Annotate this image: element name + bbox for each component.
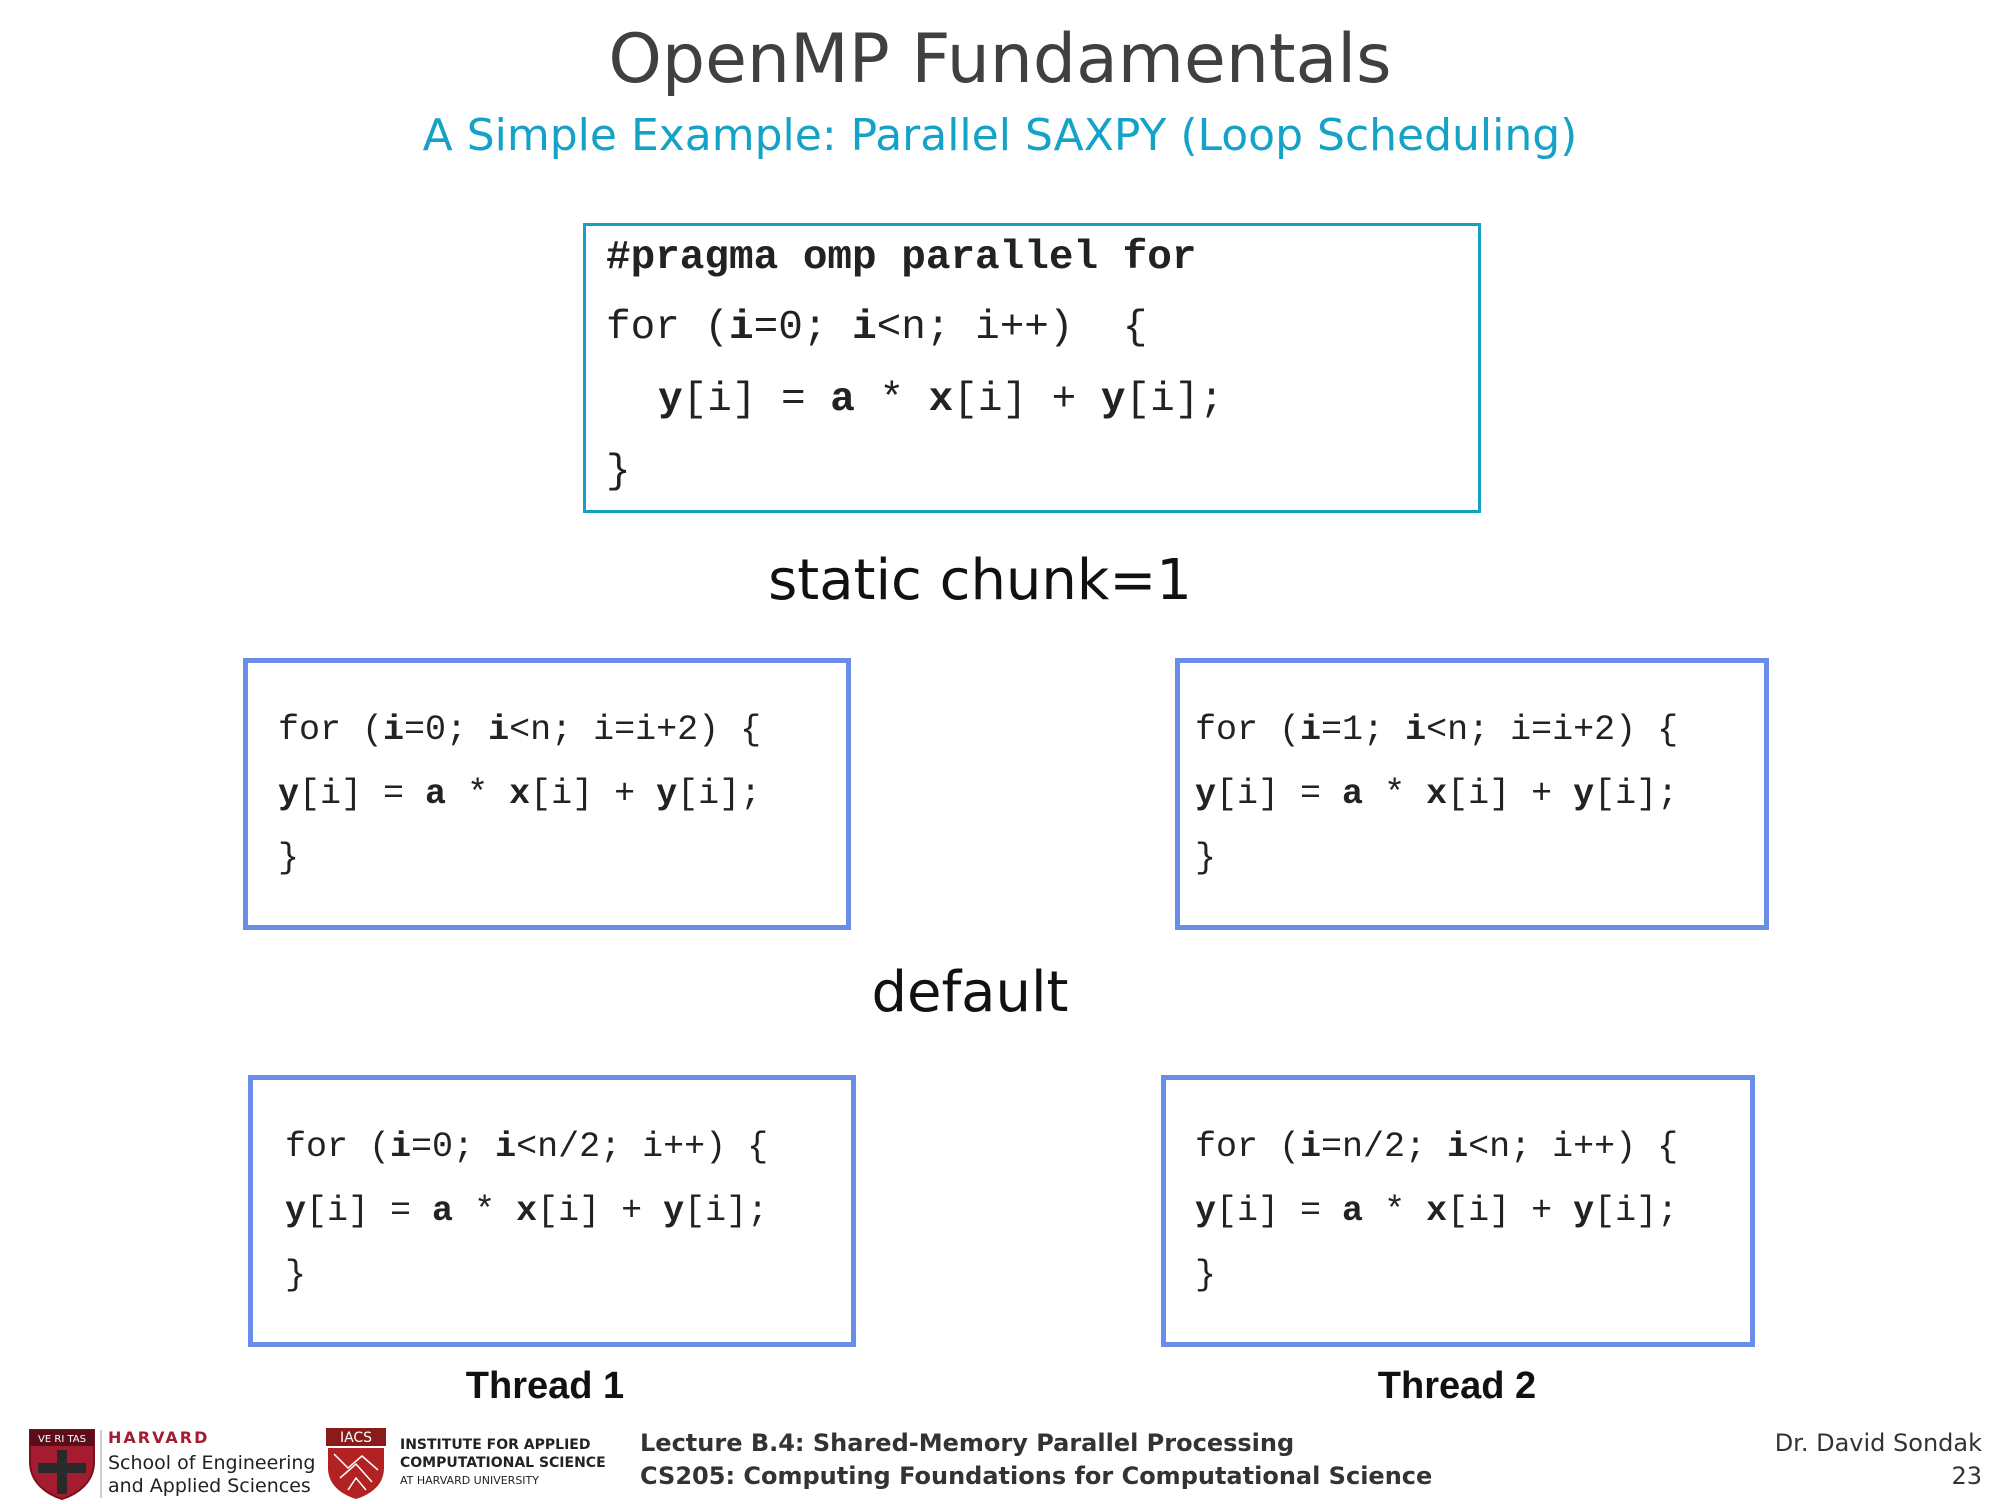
loop-header-line: for (i=n/2; i<n; i++) { <box>1195 1127 1679 1167</box>
static-chunk-label: static chunk=1 <box>768 548 1192 613</box>
harvard-name: HARVARD <box>108 1428 210 1447</box>
code-box-pragma: #pragma omp parallel for for (i=0; i<n; … <box>583 223 1481 513</box>
closing-brace: } <box>285 1255 307 1295</box>
seas-line-1: School of Engineering <box>108 1452 316 1474</box>
saxpy-line: y[i] = a * x[i] + y[i]; <box>285 1191 769 1231</box>
author-name: Dr. David Sondak <box>1774 1429 1982 1457</box>
saxpy-line: y[i] = a * x[i] + y[i]; <box>1195 1191 1679 1231</box>
closing-brace: } <box>278 838 300 878</box>
seas-line-2: and Applied Sciences <box>108 1475 311 1497</box>
loop-header-line: for (i=0; i<n/2; i++) { <box>285 1127 769 1167</box>
course-title: CS205: Computing Foundations for Computa… <box>640 1462 1433 1490</box>
pragma-line: #pragma omp parallel for <box>606 235 1197 281</box>
code-box-static-thread1: for (i=0; i<n; i=i+2) { y[i] = a * x[i] … <box>243 658 851 930</box>
harvard-shield-motto: VE RI TAS <box>38 1434 86 1445</box>
default-label: default <box>871 960 1069 1025</box>
loop-header-line: for (i=0; i<n; i++) { <box>606 305 1148 351</box>
page-number: 23 <box>1951 1462 1982 1490</box>
closing-brace: } <box>606 449 631 495</box>
iacs-line-1: INSTITUTE FOR APPLIED <box>400 1437 591 1453</box>
iacs-line-2: COMPUTATIONAL SCIENCE <box>400 1455 606 1471</box>
code-box-default-thread2: for (i=n/2; i<n; i++) { y[i] = a * x[i] … <box>1161 1075 1755 1347</box>
logo-divider <box>100 1430 102 1498</box>
loop-header-line: for (i=1; i<n; i=i+2) { <box>1195 710 1679 750</box>
saxpy-line: y[i] = a * x[i] + y[i]; <box>658 377 1224 423</box>
saxpy-line: y[i] = a * x[i] + y[i]; <box>1195 774 1679 814</box>
closing-brace: } <box>1195 838 1217 878</box>
slide-subtitle: A Simple Example: Parallel SAXPY (Loop S… <box>422 110 1578 161</box>
iacs-text: INSTITUTE FOR APPLIED COMPUTATIONAL SCIE… <box>400 1436 606 1490</box>
thread-1-label: Thread 1 <box>465 1365 625 1407</box>
iacs-logo-icon: IACS <box>326 1428 386 1500</box>
slide-title: OpenMP Fundamentals <box>608 20 1392 99</box>
loop-header-line: for (i=0; i<n; i=i+2) { <box>278 710 762 750</box>
closing-brace: } <box>1195 1255 1217 1295</box>
iacs-line-3: AT HARVARD UNIVERSITY <box>400 1474 539 1487</box>
code-box-static-thread2: for (i=1; i<n; i=i+2) { y[i] = a * x[i] … <box>1175 658 1769 930</box>
thread-2-label: Thread 2 <box>1377 1365 1537 1407</box>
iacs-badge-text: IACS <box>340 1430 372 1446</box>
lecture-title: Lecture B.4: Shared-Memory Parallel Proc… <box>640 1429 1295 1457</box>
harvard-shield-icon: VE RI TAS <box>28 1428 96 1501</box>
code-box-default-thread1: for (i=0; i<n/2; i++) { y[i] = a * x[i] … <box>248 1075 856 1347</box>
saxpy-line: y[i] = a * x[i] + y[i]; <box>278 774 762 814</box>
harvard-seas-text: School of Engineering and Applied Scienc… <box>108 1452 315 1498</box>
